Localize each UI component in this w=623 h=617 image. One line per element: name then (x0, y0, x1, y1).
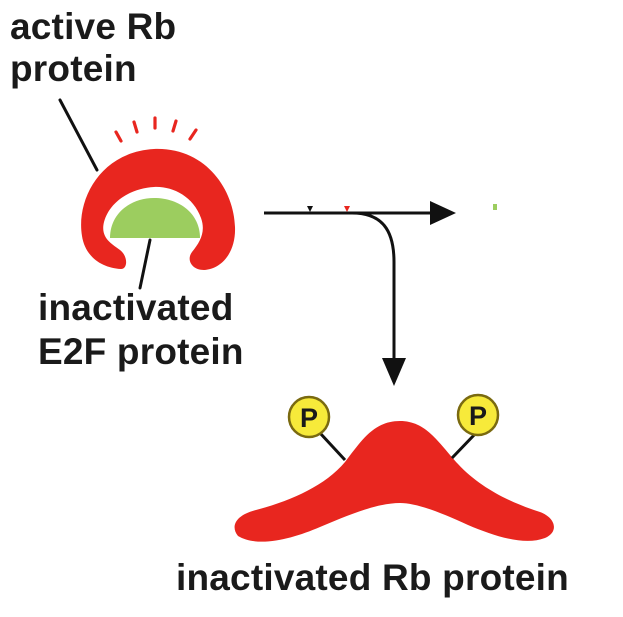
phosphate-right-label: P (469, 401, 487, 431)
activity-marks-icon (114, 116, 198, 143)
e2f-leader-line (138, 238, 152, 290)
down-arrow-icon (382, 358, 406, 386)
curved-arrow-line (351, 211, 396, 360)
horizontal-arrow-icon (430, 201, 456, 225)
inactivated-e2f-label: inactivated E2F protein (38, 286, 244, 374)
inactivated-e2f-label-line-2: E2F protein (38, 331, 244, 372)
inactivated-rb-label: inactivated Rb protein (176, 557, 569, 598)
active-rb-protein-shape (81, 148, 236, 270)
inactivated-rb-protein-shape (234, 421, 554, 542)
e2f-protein-shape (110, 198, 200, 238)
inactivated-e2f-label-line-1: inactivated (38, 287, 234, 328)
small-mark-red (344, 206, 350, 212)
active-rb-label: active Rb protein (10, 6, 176, 90)
phosphate-right-stem (450, 431, 478, 460)
small-mark-black (307, 206, 313, 212)
phosphate-left-label: P (300, 403, 318, 433)
phosphate-left-stem (318, 431, 347, 462)
active-rb-label-line-1: active Rb (10, 6, 177, 47)
active-rb-label-line-2: protein (10, 48, 137, 89)
active-rb-leader-line (58, 98, 99, 172)
phosphate-left: P (287, 395, 331, 439)
small-mark-green (493, 204, 497, 210)
phosphate-left-icon (287, 395, 331, 439)
phosphate-right: P (456, 393, 500, 437)
phosphate-right-icon (456, 393, 500, 437)
